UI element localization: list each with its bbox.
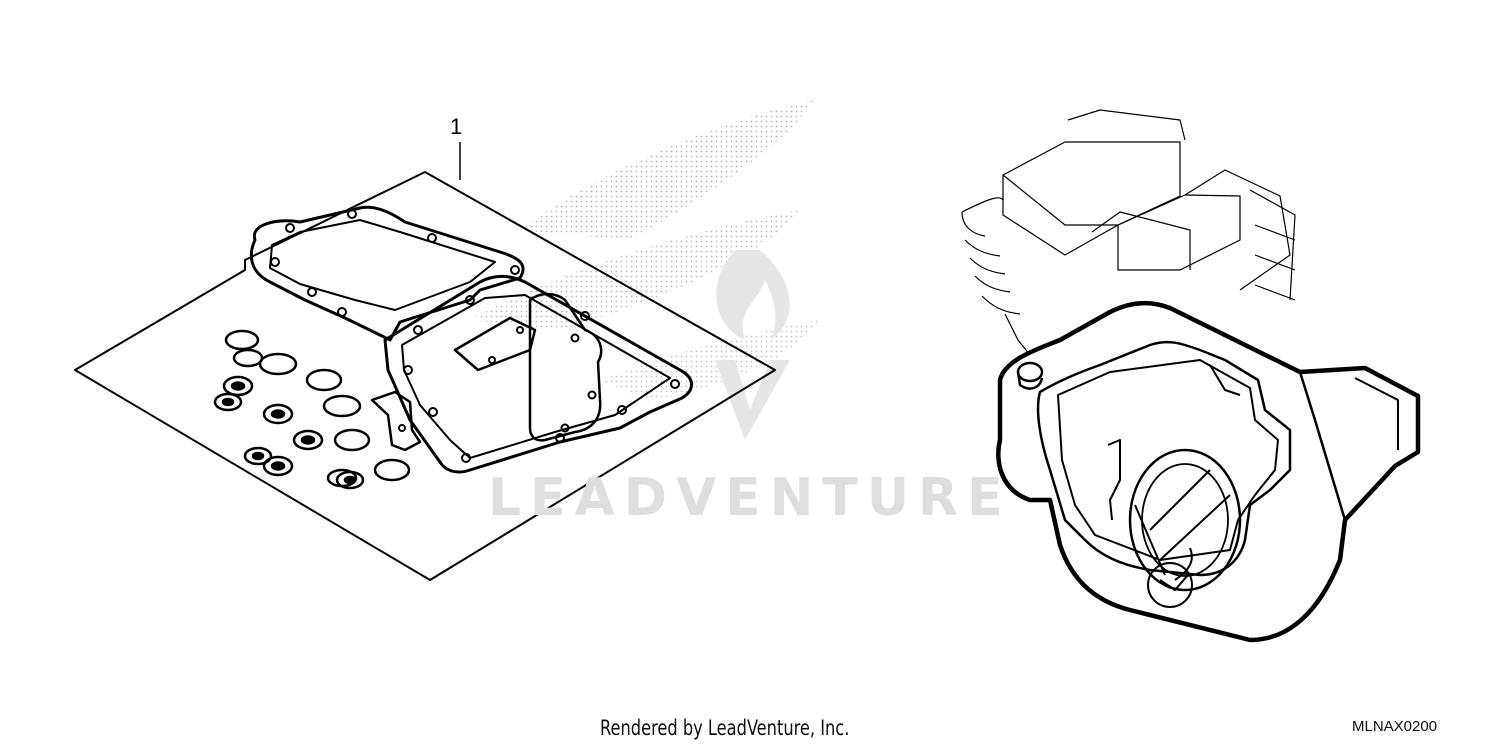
watermark-text: LEADVENTURE bbox=[488, 468, 1012, 528]
watermark-logo bbox=[715, 250, 790, 440]
diagram-code: MLNAX0200 bbox=[1352, 718, 1438, 735]
gasket-small-plate bbox=[453, 316, 537, 372]
watermark-swoosh bbox=[470, 100, 820, 400]
gasket-kit-illustration bbox=[74, 142, 776, 581]
gasket-cover-right bbox=[383, 274, 693, 474]
callout-label-1: 1 bbox=[450, 114, 463, 139]
engine-crankcase-outline bbox=[996, 300, 1421, 643]
gasket-l-shape bbox=[370, 390, 422, 452]
oil-seals bbox=[213, 375, 365, 490]
gasket-inner bbox=[528, 292, 603, 442]
footer-credit: Rendered by LeadVenture, Inc. bbox=[600, 716, 850, 740]
kit-sheet-outline bbox=[74, 171, 776, 581]
o-rings bbox=[224, 329, 411, 488]
gasket-cover-left bbox=[249, 205, 525, 342]
engine-illustration bbox=[961, 109, 1421, 643]
